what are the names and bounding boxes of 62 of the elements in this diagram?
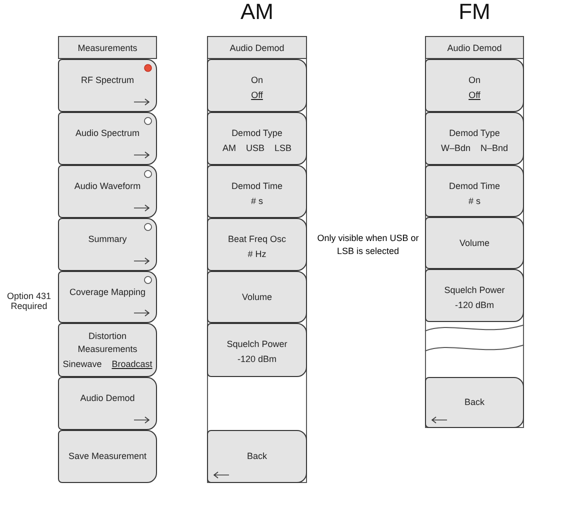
softkey — [58, 377, 157, 430]
menu-title: Audio Demod — [207, 36, 307, 59]
option-label: Off — [468, 89, 480, 102]
option-label: Broadcast — [112, 358, 152, 371]
option-label: # s — [468, 195, 480, 208]
key-label: On — [468, 74, 480, 87]
softkey — [207, 165, 307, 218]
softkey — [425, 112, 524, 165]
menu-title: Audio Demod — [425, 36, 524, 59]
key-label: Volume — [242, 290, 272, 304]
option-label: N–Bnd — [480, 142, 508, 155]
option-label: # Hz — [248, 248, 266, 261]
softkey — [58, 112, 157, 165]
softkey — [207, 218, 307, 271]
key-label: Distortion Measurements — [76, 330, 138, 356]
menu-heading: FM — [458, 0, 492, 25]
softkey — [425, 269, 524, 322]
key-label: RF Spectrum — [80, 74, 134, 87]
key-label: Demod Type — [449, 127, 500, 140]
key-label: Squelch Power — [444, 284, 505, 297]
softkey — [207, 59, 307, 112]
option-label: Sinewave — [62, 358, 102, 371]
menu-heading: AM — [240, 0, 274, 25]
softkey — [425, 165, 524, 217]
key-label: Beat Freq Osc — [228, 233, 286, 246]
key-label: Audio Demod — [80, 392, 135, 405]
softkey — [425, 217, 524, 269]
key-label: Demod Time — [231, 180, 283, 193]
softkey — [207, 271, 307, 323]
key-label: On — [250, 74, 263, 87]
softkey — [425, 377, 524, 428]
softkey — [58, 218, 157, 271]
key-label: Audio Waveform — [74, 180, 141, 193]
key-label: Volume — [459, 236, 490, 250]
option-label: LSB — [274, 142, 292, 155]
menu-title: Measurements — [58, 36, 157, 59]
key-label: Coverage Mapping — [69, 286, 146, 299]
softkey — [425, 59, 524, 112]
softkey — [58, 59, 157, 112]
option-label: -120 dBm — [237, 353, 277, 366]
key-label: Save Measurement — [68, 450, 147, 463]
key-label: Summary — [88, 233, 127, 246]
option-label: USB — [246, 142, 264, 155]
note-text: Option 431 Required — [6, 291, 52, 311]
key-label: Back — [464, 396, 484, 409]
option-label: # s — [250, 195, 263, 208]
key-label: Audio Spectrum — [75, 127, 140, 140]
softkey — [58, 430, 157, 483]
softkey — [207, 430, 307, 483]
key-label: Back — [246, 450, 267, 463]
key-label: Demod Time — [448, 180, 500, 193]
softkey — [58, 323, 157, 377]
option-label: W–Bdn — [440, 142, 470, 155]
option-label: Off — [251, 89, 263, 102]
key-label: Squelch Power — [226, 338, 288, 351]
option-label: AM — [222, 142, 236, 155]
softkey — [58, 165, 157, 218]
note-text: Only visible when USB or LSB is selected — [316, 232, 420, 258]
key-label: Demod Type — [232, 127, 282, 140]
softkey — [207, 323, 307, 377]
option-label: -120 dBm — [454, 299, 494, 312]
softkey — [207, 112, 307, 165]
